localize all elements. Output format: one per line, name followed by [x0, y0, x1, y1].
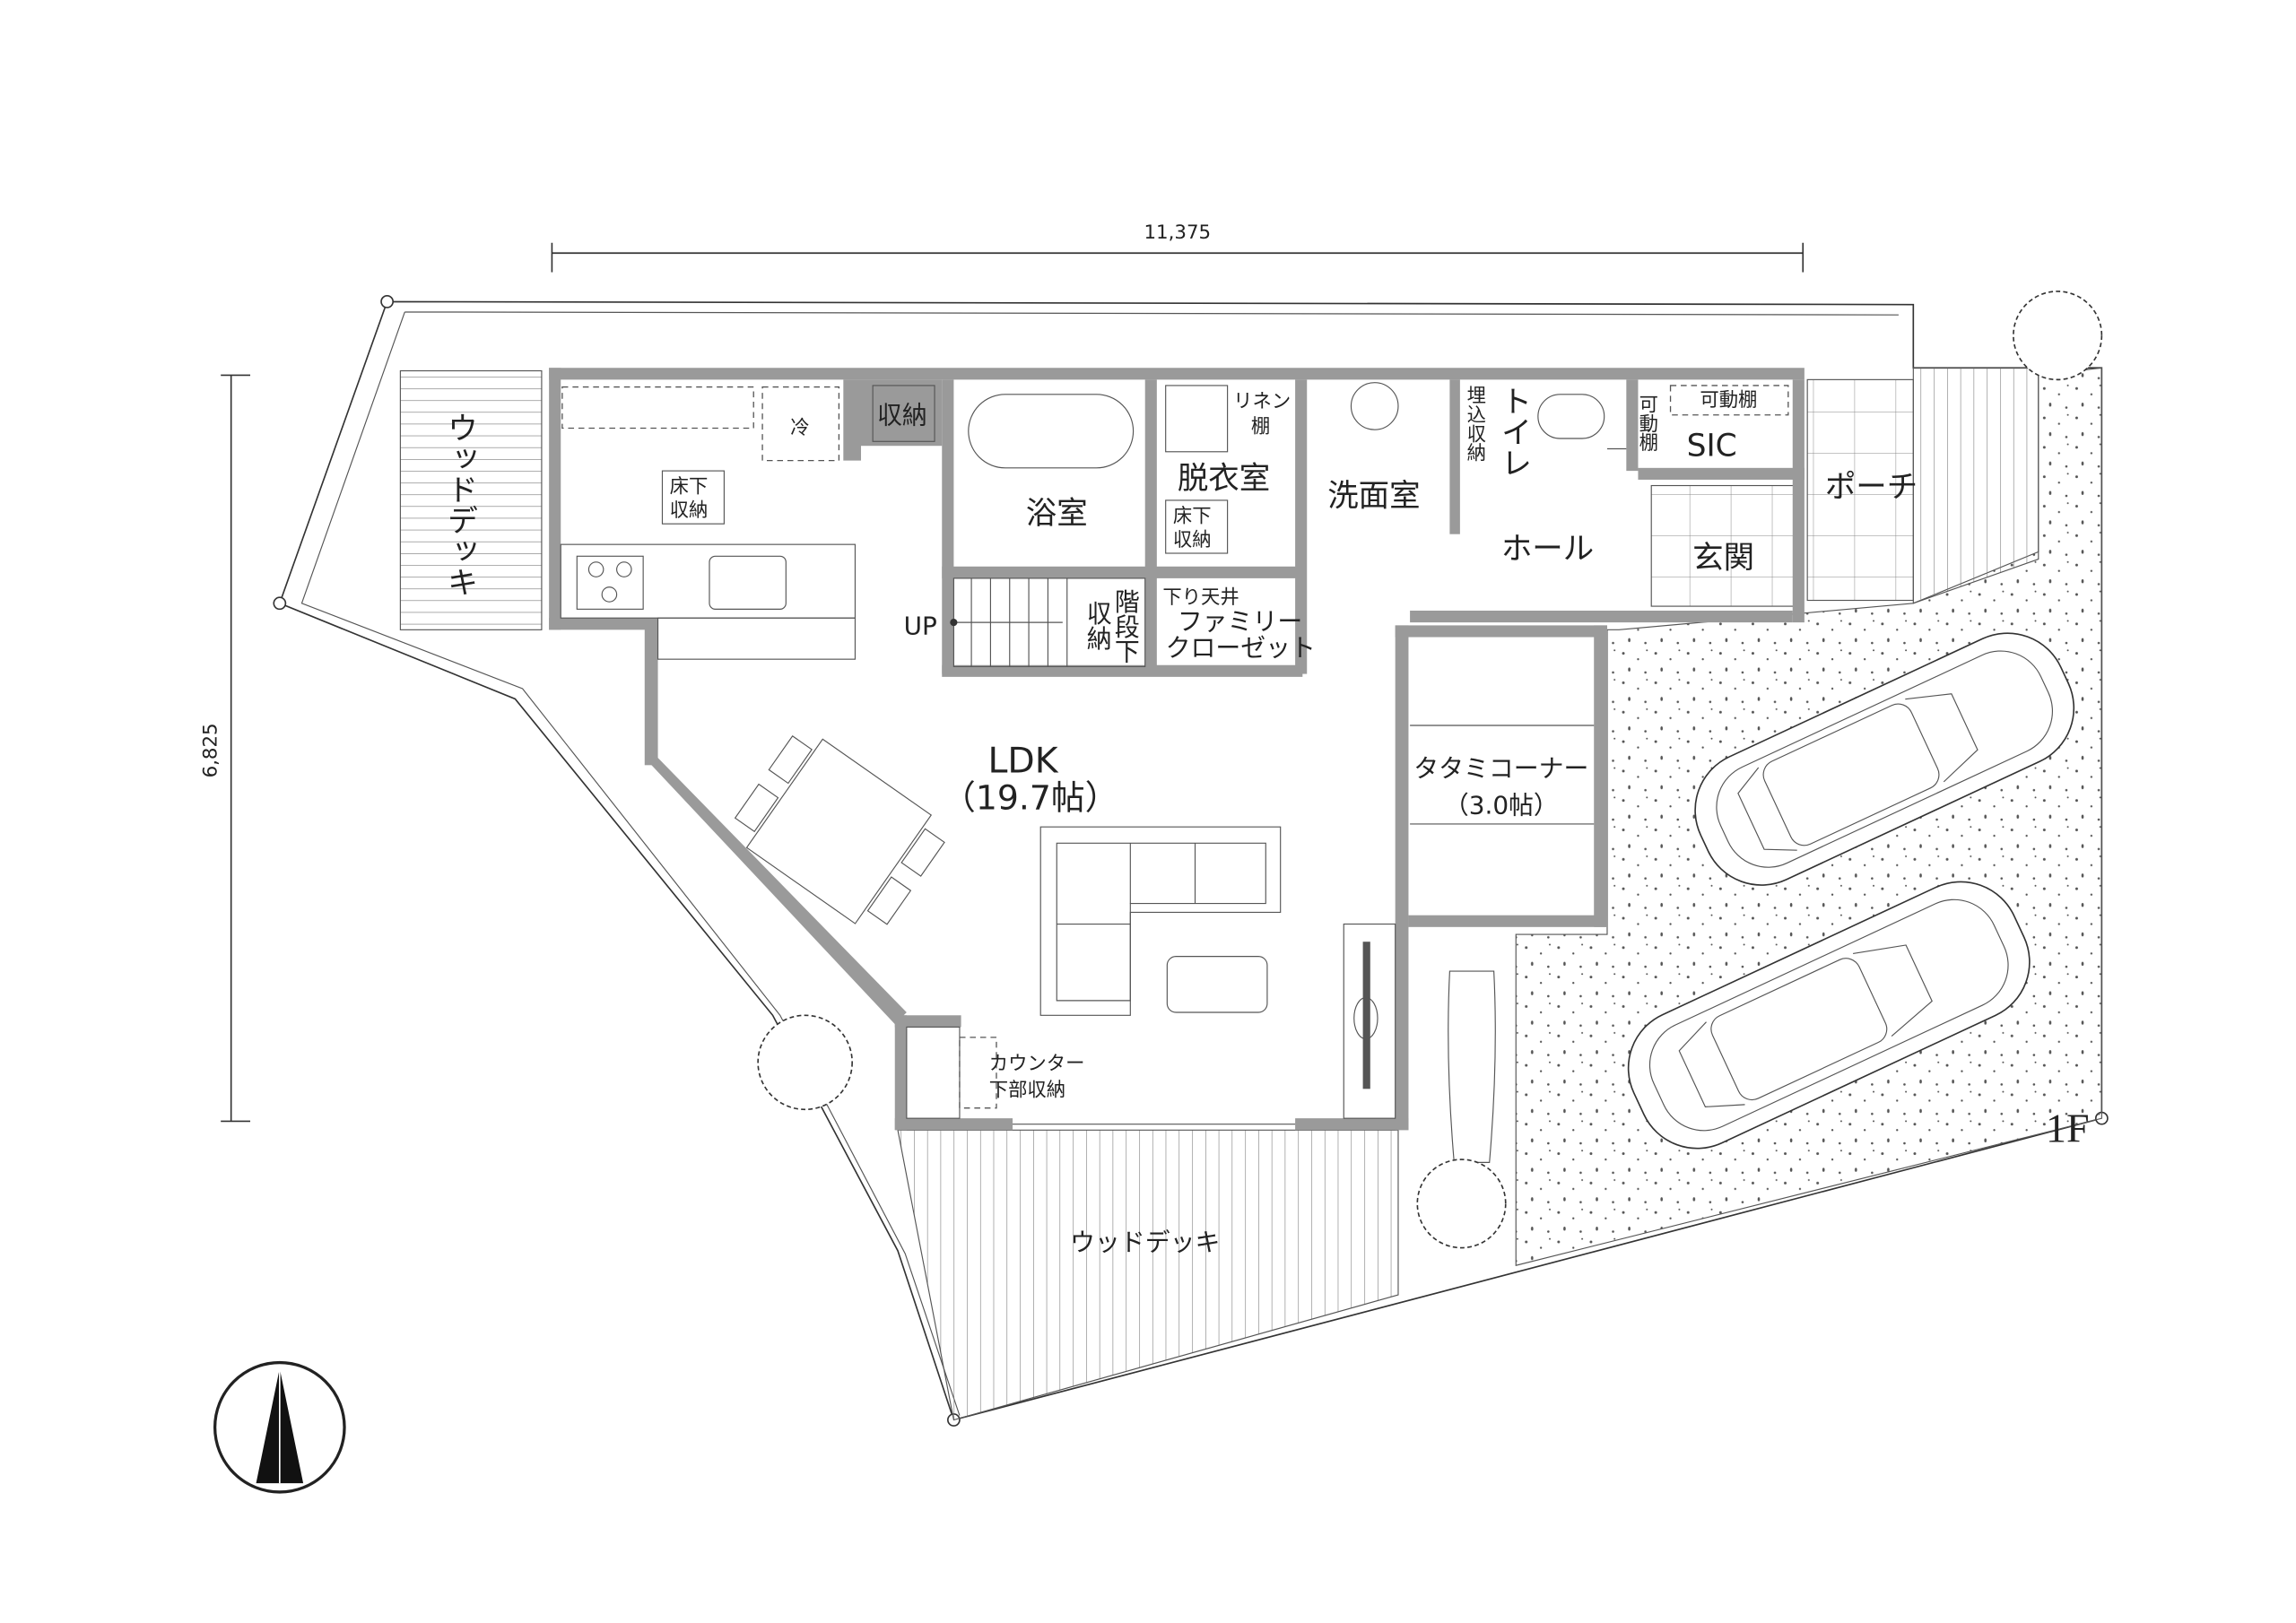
label-ldk: LDK — [987, 741, 1058, 782]
label-underfloor-kitchen-2: 収納 — [670, 499, 709, 522]
label-under-stairs-1: 階段下 — [1111, 588, 1141, 664]
label-hall: ホール — [1501, 532, 1594, 568]
dining-table — [734, 735, 945, 925]
wood-deck-west — [399, 369, 543, 630]
north-arrow-icon — [213, 1360, 346, 1494]
label-linen-2: 棚 — [1251, 415, 1270, 438]
fixtures — [560, 382, 1789, 1163]
label-fridge: 冷 — [790, 417, 809, 439]
label-family-closet-1: ファミリー — [1178, 606, 1302, 636]
floor-label: 1F — [2046, 1105, 2090, 1150]
label-underfloor-dressing-2: 収納 — [1173, 529, 1212, 551]
label-linen-1: リネン — [1233, 391, 1291, 413]
label-tatami-size: （3.0帖） — [1444, 790, 1559, 820]
label-movable-shelf-vertical: 可動棚 — [1636, 395, 1658, 452]
label-porch: ポーチ — [1825, 470, 1918, 506]
label-movable-shelf: 可動棚 — [1700, 389, 1757, 412]
label-lowered-ceiling: 下り天井 — [1162, 586, 1239, 609]
label-wood-deck-south: ウッドデッキ — [1070, 1228, 1220, 1257]
staircase — [950, 577, 1146, 667]
dimension-depth-label: 6,825 — [199, 723, 222, 777]
label-storage: 収納 — [877, 401, 927, 430]
approach-steps — [1912, 367, 2039, 604]
porch-tile — [1806, 378, 1914, 602]
wood-deck-south — [897, 1129, 1399, 1421]
label-bathroom: 浴室 — [1026, 496, 1088, 532]
dimension-width-label: 11,375 — [1144, 221, 1211, 244]
label-entrance: 玄関 — [1692, 540, 1754, 576]
label-sic: SIC — [1687, 429, 1737, 464]
sofa — [1039, 826, 1282, 1016]
label-toilet: トイレ — [1495, 386, 1531, 478]
label-counter-1: カウンター — [989, 1053, 1085, 1075]
entrance-tile — [1650, 484, 1799, 607]
label-family-closet-2: クローゼット — [1166, 633, 1316, 663]
label-underfloor-dressing-1: 床下 — [1173, 506, 1212, 528]
car-icon — [1694, 632, 2075, 886]
label-wood-deck-west: ウッドデッキ — [441, 412, 477, 597]
label-dressing-room: 脱衣室 — [1178, 461, 1270, 497]
label-under-stairs-2: 収納 — [1083, 601, 1113, 651]
label-washroom: 洗面室 — [1327, 478, 1420, 514]
label-up: UP — [904, 611, 937, 640]
label-built-in-storage: 埋込収納 — [1464, 386, 1486, 463]
car-icon — [1627, 881, 2031, 1150]
tree-icon — [757, 291, 2103, 1249]
label-underfloor-kitchen-1: 床下 — [670, 476, 709, 499]
dimension-depth: 6,825 — [199, 374, 251, 1123]
label-tatami-corner: タタミコーナー — [1413, 753, 1588, 783]
walls — [549, 368, 1805, 1131]
label-counter-2: 下部収納 — [989, 1080, 1065, 1102]
label-ldk-size: （19.7帖） — [942, 778, 1118, 818]
dimension-width: 11,375 — [551, 221, 1805, 273]
